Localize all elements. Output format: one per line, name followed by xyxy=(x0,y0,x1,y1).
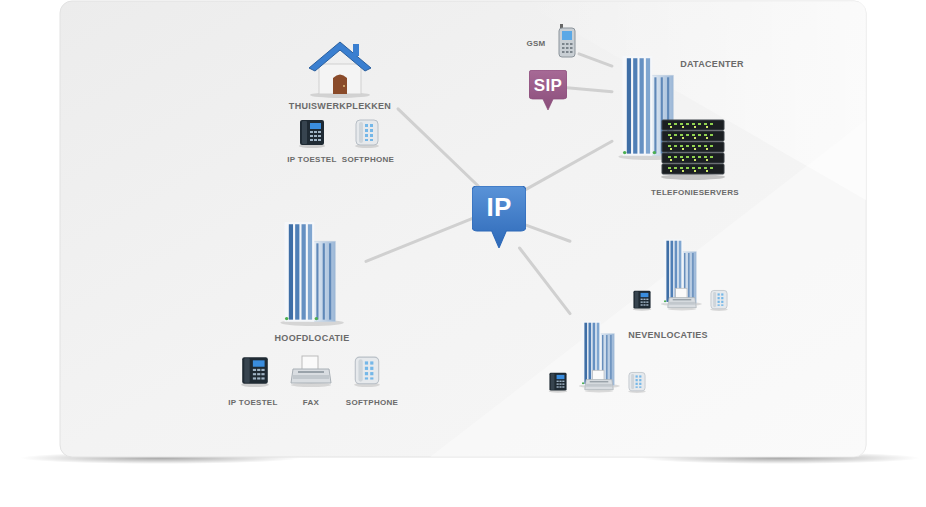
network-node: HOOFDLOCATIE xyxy=(262,218,366,346)
network-link xyxy=(579,54,612,66)
location-label: DATACENTER xyxy=(680,59,744,70)
device-label: IP TOESTEL xyxy=(228,398,277,408)
network-link xyxy=(526,225,570,241)
device-label: IP TOESTEL xyxy=(287,155,336,165)
network-node: THUISWERKPLEKKEN xyxy=(287,38,398,116)
device-label: SOFTPHONE xyxy=(346,398,398,408)
location-label: THUISWERKPLEKKEN xyxy=(289,101,391,112)
network-link xyxy=(398,109,478,186)
network-link xyxy=(526,141,612,189)
device-label: SOFTPHONE xyxy=(342,155,394,165)
network-node: SIP xyxy=(529,70,567,110)
location-label: NEVENLOCATIES xyxy=(628,330,708,341)
location-label: GSM xyxy=(526,39,545,49)
network-node: DATACENTER xyxy=(612,50,762,168)
pin-label: IP xyxy=(486,190,511,224)
location-label: HOOFDLOCATIE xyxy=(275,333,350,344)
network-link xyxy=(366,219,472,262)
device-label: TELEFONIESERVERS xyxy=(651,188,739,198)
network-node: NEVENLOCATIES xyxy=(570,236,746,392)
network-node: IP xyxy=(472,186,526,248)
network-link xyxy=(567,88,612,92)
device-label: FAX xyxy=(303,398,319,408)
pin-label: SIP xyxy=(534,75,562,97)
network-link xyxy=(520,248,570,314)
network-node: GSM xyxy=(524,26,579,62)
